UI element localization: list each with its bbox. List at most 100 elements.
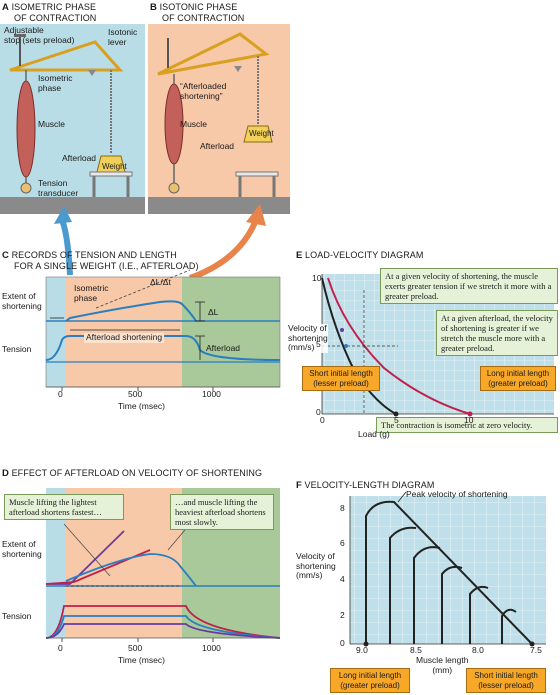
tension-label: Tension bbox=[2, 344, 32, 354]
tension-medium bbox=[45, 615, 281, 639]
panel-b-apparatus bbox=[148, 24, 290, 214]
short-length-line2: (lesser preload) bbox=[478, 680, 534, 690]
x-tick-8-5: 8.5 bbox=[410, 645, 422, 655]
transducer-label: Tension transducer bbox=[38, 178, 78, 198]
transducer-label-line1: Tension bbox=[38, 178, 68, 188]
panel-e-title: E LOAD-VELOCITY DIAGRAM bbox=[296, 250, 560, 261]
y-axis-label: Velocity of shortening (mm/s) bbox=[296, 551, 336, 581]
x-tick-5: 5 bbox=[394, 415, 399, 425]
panel-d-letter: D bbox=[2, 468, 9, 479]
curve-shortest bbox=[501, 608, 517, 644]
x-tick-8-0: 8.0 bbox=[472, 645, 484, 655]
panel-a-title-line2: OF CONTRACTION bbox=[14, 13, 97, 23]
callout-isometric: The contraction is isometric at zero vel… bbox=[376, 417, 558, 433]
stop-label-line2: stop (sets preload) bbox=[4, 34, 75, 45]
isometric-label-line2: phase bbox=[74, 292, 98, 303]
extent-label-line2: shortening bbox=[2, 300, 42, 311]
panel-a-title-line1: ISOMETRIC PHASE bbox=[11, 2, 97, 12]
panel-a-floor bbox=[0, 197, 145, 214]
panel-f-chart bbox=[349, 491, 546, 647]
isotonic-lever bbox=[9, 40, 124, 72]
extent-label: Extent of shortening bbox=[2, 291, 42, 311]
relaxation-region bbox=[182, 277, 280, 387]
x-tick-500: 500 bbox=[128, 389, 143, 399]
phase-label-line1: Isometric bbox=[38, 73, 73, 83]
panel-c: C RECORDS OF TENSION AND LENGTH FOR A SI… bbox=[0, 250, 290, 465]
afterload-label: Afterload bbox=[200, 141, 235, 151]
curve-longest bbox=[365, 500, 533, 645]
panel-a-title: A ISOMETRIC PHASE OF CONTRACTION bbox=[2, 2, 147, 23]
panel-a-letter: A bbox=[2, 2, 9, 13]
panel-c-chart bbox=[45, 269, 281, 391]
panel-a: A ISOMETRIC PHASE OF CONTRACTION Adjusta… bbox=[0, 0, 145, 215]
isotonic-lever-raised bbox=[157, 32, 270, 76]
medium-afterload-trace bbox=[45, 549, 151, 585]
short-length-line1: Short initial length bbox=[309, 369, 373, 378]
callout-lightest: Muscle lifting the lightest afterload sh… bbox=[4, 494, 124, 520]
muscle-label: Muscle bbox=[38, 119, 65, 129]
shortening-label-line1: “Afterloaded bbox=[180, 81, 227, 91]
tension-transducer-shape bbox=[168, 182, 180, 194]
panel-e-title-text: LOAD-VELOCITY DIAGRAM bbox=[305, 250, 424, 260]
x-tick-0: 0 bbox=[58, 643, 63, 653]
panel-b-title: B ISOTONIC PHASE OF CONTRACTION bbox=[150, 2, 290, 23]
x-tick-0: 0 bbox=[58, 389, 63, 399]
lever-pivot bbox=[234, 66, 242, 72]
y-label-line1: Velocity of bbox=[296, 551, 335, 561]
panel-a-apparatus bbox=[0, 24, 145, 214]
muscle-shape bbox=[16, 80, 36, 178]
panel-c-letter: C bbox=[2, 250, 9, 261]
afterload-label: Afterload bbox=[62, 153, 97, 163]
isometric-label-line1: Isometric bbox=[74, 283, 109, 293]
stop-cap bbox=[14, 34, 26, 37]
x-tick-7-5: 7.5 bbox=[530, 645, 542, 655]
isometric-phase-label: Isometric phase bbox=[74, 283, 109, 303]
x-tick-1000: 1000 bbox=[202, 643, 221, 653]
panel-d-title-text: EFFECT OF AFTERLOAD ON VELOCITY OF SHORT… bbox=[11, 468, 263, 478]
long-length-curve bbox=[327, 277, 471, 415]
callout-afterload: At a given afterload, the velocity of sh… bbox=[436, 310, 558, 356]
tension-trace bbox=[45, 335, 281, 361]
panel-e: E LOAD-VELOCITY DIAGRAM At a given veloc… bbox=[288, 250, 560, 465]
x-axis-label: Time (msec) bbox=[118, 655, 165, 665]
table-top bbox=[89, 171, 133, 177]
short-length-line1: Short initial length bbox=[474, 671, 538, 680]
short-length-line2: (lesser preload) bbox=[313, 378, 369, 388]
panel-b-letter: B bbox=[150, 2, 157, 13]
long-length-line2: (greater preload) bbox=[488, 378, 548, 388]
y-tick-8: 8 bbox=[340, 503, 345, 513]
x-label-line2: (mm) bbox=[432, 664, 453, 675]
tension-heavy bbox=[45, 605, 281, 639]
panel-b-title-line2: OF CONTRACTION bbox=[162, 13, 245, 23]
lever-label-line2: lever bbox=[108, 36, 127, 47]
tension-label: Tension bbox=[2, 611, 32, 621]
x-tick-1000: 1000 bbox=[202, 389, 221, 399]
y-tick-4: 4 bbox=[340, 574, 345, 584]
y-label-line3: (mm/s) bbox=[296, 570, 323, 580]
heavy-afterload-trace bbox=[65, 553, 197, 587]
slope-label: ΔL/Δt bbox=[150, 277, 171, 287]
panel-c-title-line1: RECORDS OF TENSION AND LENGTH bbox=[11, 250, 177, 260]
slope-line bbox=[95, 269, 191, 309]
x-label-line1: Muscle length bbox=[416, 655, 469, 665]
extent-label-line1: Extent of bbox=[2, 539, 36, 549]
panel-f: F VELOCITY-LENGTH DIAGRAM Peak velocity … bbox=[294, 466, 560, 695]
y-tick-10: 10 bbox=[312, 273, 322, 283]
callout-preload: At a given velocity of shortening, the m… bbox=[380, 268, 558, 304]
long-length-line1: Long initial length bbox=[338, 671, 402, 680]
short-length-tag: Short initial length (lesser preload) bbox=[466, 668, 546, 693]
panel-b: B ISOTONIC PHASE OF CONTRACTION “Afterlo… bbox=[148, 0, 290, 215]
afterload-shortening-label: Afterload shortening bbox=[84, 332, 165, 343]
isometric-region bbox=[46, 277, 66, 387]
shortening-region bbox=[66, 277, 182, 387]
y-tick-5: 5 bbox=[316, 339, 321, 349]
tension-light bbox=[45, 623, 281, 639]
extent-label-line1: Extent of bbox=[2, 291, 36, 301]
y-label-line1: Velocity of bbox=[288, 323, 327, 333]
orange-arrow bbox=[188, 218, 259, 280]
y-tick-6: 6 bbox=[340, 538, 345, 548]
weight-label: Weight bbox=[249, 129, 274, 138]
tension-transducer-shape bbox=[20, 182, 32, 194]
phase-label-line2: phase bbox=[38, 82, 62, 93]
afterload-label: Afterload bbox=[206, 343, 241, 353]
